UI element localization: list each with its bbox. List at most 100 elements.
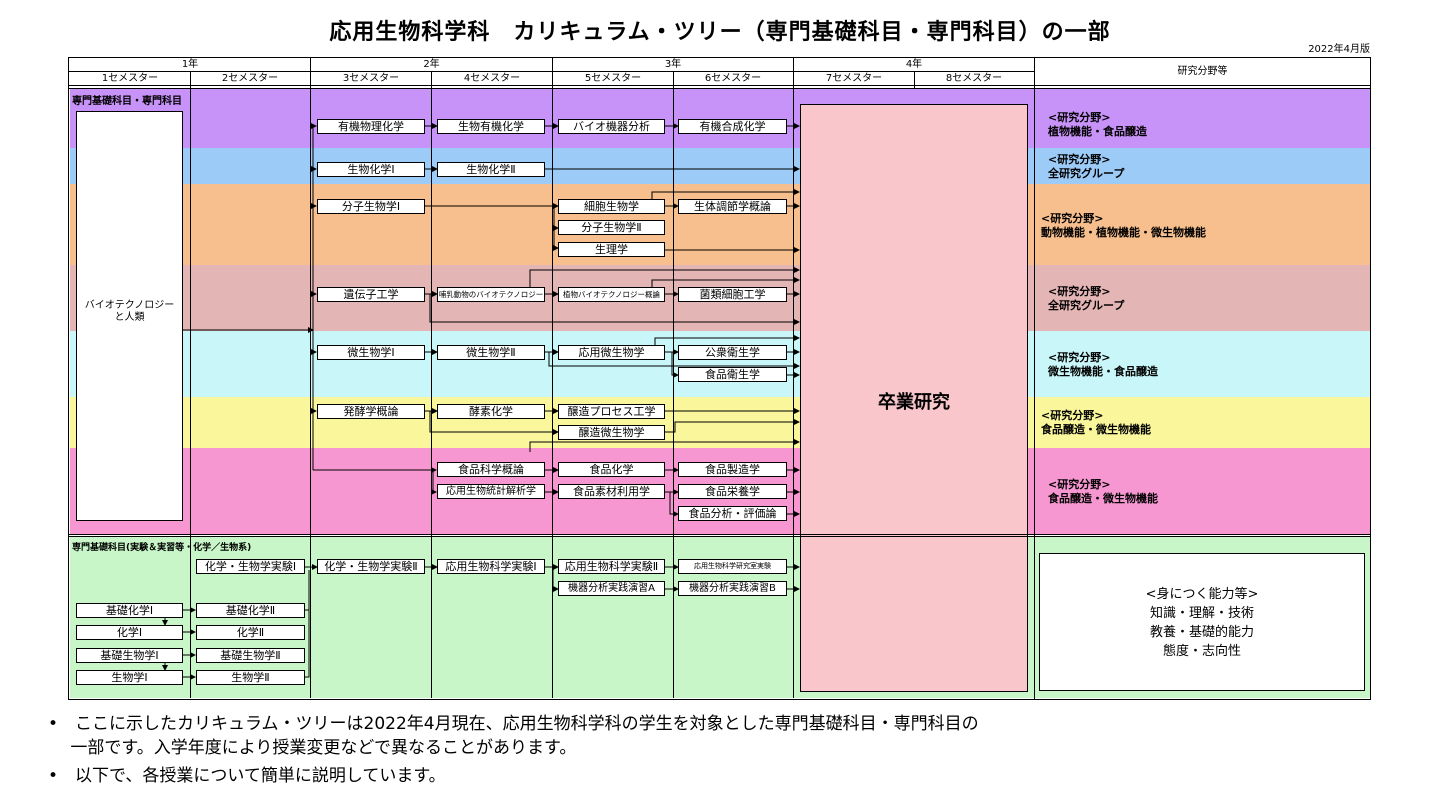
course-organic-physical-chemistry: 有機物理化学	[317, 119, 425, 134]
course-fungal-cell-engineering: 菌類細胞工学	[678, 287, 787, 302]
course-food-materials: 食品素材利用学	[558, 484, 665, 499]
course-physiology: 生理学	[558, 242, 665, 257]
research-field-head: <研究分野>	[1048, 478, 1111, 491]
research-field-head: <研究分野>	[1048, 351, 1111, 364]
research-field-head: <研究分野>	[1041, 409, 1104, 422]
research-field-head: <研究分野>	[1048, 111, 1111, 124]
field-band-orange	[1035, 184, 1370, 265]
grid-lines	[68, 57, 1371, 700]
basic-biology-1: 基礎生物学Ⅰ	[76, 648, 183, 663]
research-field-body: 食品醸造・微生物機能	[1041, 423, 1151, 436]
lab-applied-bio-experiment-1: 応用生物科学実験Ⅰ	[437, 559, 545, 574]
course-genetic-engineering: 遺伝子工学	[317, 287, 425, 302]
research-field-body: 微生物機能・食品醸造	[1048, 365, 1158, 378]
skills-line-2: 教養・基礎的能力	[1149, 625, 1254, 640]
research-field-1: <研究分野>植物機能・食品醸造	[1048, 111, 1147, 139]
research-field-head: <研究分野>	[1041, 212, 1104, 225]
course-molecular-biology-1: 分子生物学Ⅰ	[317, 199, 425, 214]
research-field-5: <研究分野>微生物機能・食品醸造	[1048, 351, 1158, 379]
bio-course-line-2: と人類	[114, 312, 145, 323]
research-field-body: 動物機能・植物機能・微生物機能	[1041, 226, 1206, 239]
research-column-header: 研究分野等	[1177, 66, 1228, 77]
field-band-purple	[1035, 89, 1370, 148]
field-band-rose	[1035, 265, 1370, 331]
course-food-science: 食品科学概論	[437, 462, 545, 477]
biology-1: 生物学Ⅰ	[76, 670, 183, 685]
biology-2: 生物学Ⅱ	[196, 670, 305, 685]
course-food-hygiene: 食品衛生学	[678, 367, 787, 382]
research-field-head: <研究分野>	[1048, 285, 1111, 298]
research-field-3: <研究分野>動物機能・植物機能・微生物機能	[1041, 212, 1206, 240]
research-field-body: 全研究グループ	[1048, 299, 1125, 312]
course-fermentation: 発酵学概論	[317, 404, 425, 419]
research-field-body: 植物機能・食品醸造	[1048, 125, 1147, 138]
research-field-4: <研究分野>全研究グループ	[1048, 285, 1124, 313]
skills-box	[1039, 553, 1365, 691]
semester-8: 8セメスター	[945, 73, 1003, 84]
field-band-pink	[1035, 448, 1370, 534]
course-public-health: 公衆衛生学	[678, 345, 787, 360]
basic-biology-2: 基礎生物学Ⅱ	[196, 648, 305, 663]
course-bioorganic-chemistry: 生物有機化学	[437, 119, 545, 134]
course-brewing-process: 醸造プロセス工学	[558, 404, 665, 419]
lab-research-lab-experiment: 応用生物科学研究室実験	[678, 559, 787, 574]
semester-2: 2セメスター	[221, 73, 279, 84]
semester-4: 4セメスター	[463, 73, 521, 84]
chemistry-2: 化学Ⅱ	[196, 625, 305, 640]
research-field-head: <研究分野>	[1048, 153, 1111, 166]
course-enzyme-chemistry: 酵素化学	[437, 404, 545, 419]
field-band-cyan	[1035, 331, 1370, 397]
semester-3: 3セメスター	[342, 73, 400, 84]
course-microbiology-1: 微生物学Ⅰ	[317, 345, 425, 360]
section-main-label: 専門基礎科目・専門科目	[72, 96, 182, 107]
lab-chem-bio-experiment-1: 化学・生物学実験Ⅰ	[196, 559, 305, 574]
course-food-chemistry: 食品化学	[558, 462, 665, 477]
note-line-1: • ここに示したカリキュラム・ツリーは2022年4月現在、応用生物科学科の学生を…	[48, 714, 979, 734]
section-lab-label: 専門基礎科目(実験＆実習等・化学／生物系)	[72, 543, 252, 553]
course-applied-microbiology: 応用微生物学	[558, 345, 665, 360]
skills-line-1: 知識・理解・技術	[1149, 606, 1254, 621]
course-biochemistry-1: 生物化学Ⅰ	[317, 162, 425, 177]
course-bioregulation: 生体調節学概論	[678, 199, 787, 214]
year-1: 1年	[181, 59, 199, 70]
research-field-6: <研究分野>食品醸造・微生物機能	[1041, 409, 1151, 437]
research-field-body: 全研究グループ	[1048, 167, 1125, 180]
bio-course-label: バイオテクノロジー と人類	[76, 300, 183, 324]
course-food-analysis: 食品分析・評価論	[678, 506, 787, 521]
basic-chemistry-1: 基礎化学Ⅰ	[76, 603, 183, 618]
edition-label: 2022年4月版	[1308, 44, 1370, 55]
course-biochemistry-2: 生物化学Ⅱ	[437, 162, 545, 177]
course-food-manufacturing: 食品製造学	[678, 462, 787, 477]
semester-7: 7セメスター	[825, 73, 883, 84]
field-band-blue	[1035, 148, 1370, 184]
skills-line-3: 態度・志向性	[1162, 644, 1241, 659]
bio-course-box	[76, 111, 183, 521]
lab-applied-bio-experiment-2: 応用生物科学実験Ⅱ	[558, 559, 665, 574]
course-microbiology-2: 微生物学Ⅱ	[437, 345, 545, 360]
field-band-yellow	[1035, 397, 1370, 448]
lab-instrumental-practice-b: 機器分析実践演習B	[678, 581, 787, 596]
course-applied-biostatistics: 応用生物統計解析学	[437, 484, 545, 499]
research-field-body: 食品醸造・微生物機能	[1048, 492, 1158, 505]
note-line-2: 一部です。入学年度により授業変更などで異なることがあります。	[48, 738, 577, 758]
flow-arrows	[162, 123, 800, 680]
course-mammalian-biotechnology: 哺乳動物のバイオテクノロジー	[437, 287, 545, 302]
semester-5: 5セメスター	[584, 73, 642, 84]
research-field-7: <研究分野>食品醸造・微生物機能	[1048, 478, 1158, 506]
course-organic-synthesis: 有機合成化学	[678, 119, 787, 134]
year-2: 2年	[423, 59, 440, 70]
bio-course-line-1: バイオテクノロジー	[84, 300, 175, 311]
course-bio-instrumental-analysis: バイオ機器分析	[558, 119, 665, 134]
course-food-nutrition: 食品栄養学	[678, 484, 787, 499]
course-cell-biology: 細胞生物学	[558, 199, 665, 214]
course-brewing-microbiology: 醸造微生物学	[558, 425, 665, 440]
semester-1: 1セメスター	[101, 73, 159, 84]
graduation-research-box	[800, 104, 1028, 692]
chemistry-1: 化学Ⅰ	[76, 625, 183, 640]
semester-6: 6セメスター	[704, 73, 762, 84]
year-3: 3年	[664, 59, 682, 70]
graduation-research-label: 卒業研究	[878, 392, 950, 413]
page-title: 応用生物科学科 カリキュラム・ツリー（専門基礎科目・専門科目）の一部	[329, 20, 1111, 45]
course-plant-biotechnology: 植物バイオテクノロジー概論	[558, 287, 665, 302]
